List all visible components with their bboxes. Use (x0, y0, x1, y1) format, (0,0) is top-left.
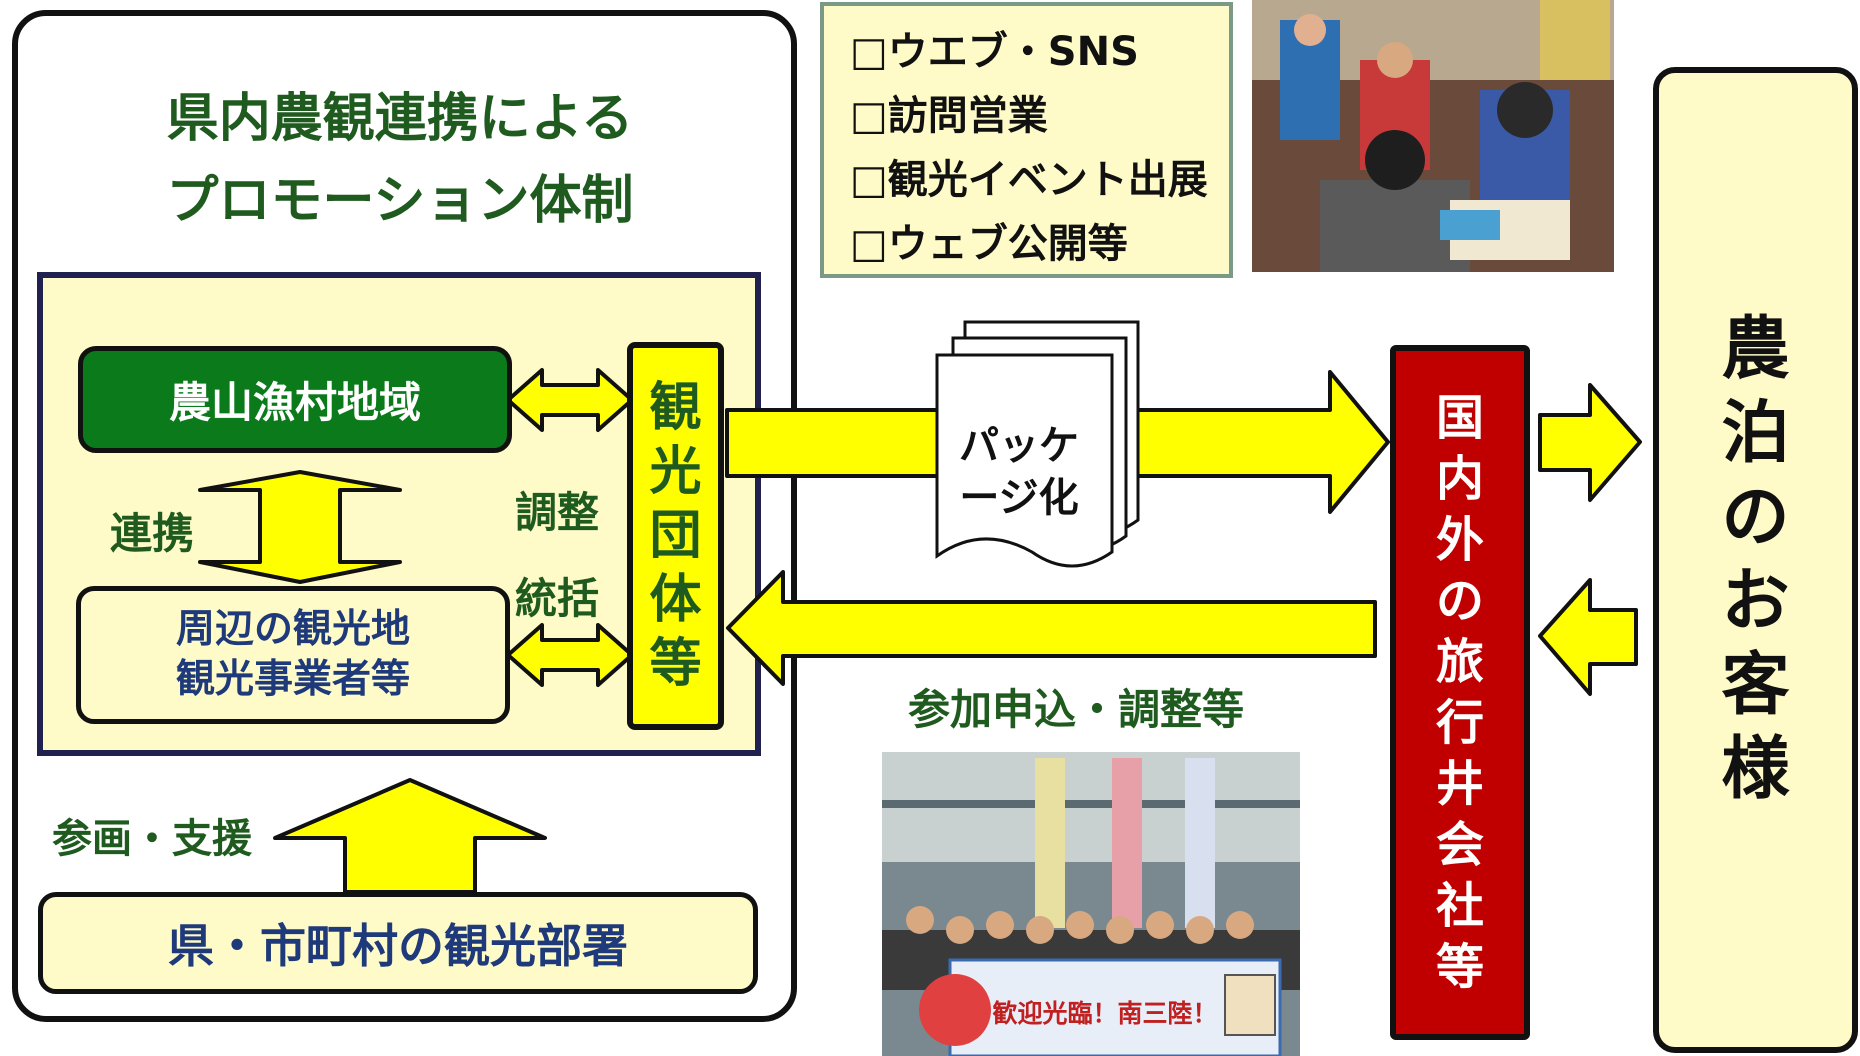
adjust-label: 調整 統括 (515, 470, 599, 642)
cooperation-label: 連携 (110, 509, 195, 558)
agency-char: 国 (1435, 389, 1484, 446)
travel-agency-box: 国 内 外 の 旅 行 井 会 社 等 (1390, 345, 1530, 1040)
guest-to-agency-arrow (1538, 578, 1638, 696)
guest-char: の (1721, 478, 1790, 557)
guest-char: 様 (1721, 730, 1790, 809)
association-char: 体 (649, 570, 702, 630)
promotion-checklist: □ウエブ・SNS □訪問営業 □観光イベント出展 □ウェブ公開等 (820, 2, 1233, 278)
checklist-item: □ウェブ公開等 (850, 221, 1128, 267)
diagram-title: 県内農観連携による プロモーション体制 (60, 78, 740, 242)
tourism-association-box: 観 光 団 体 等 (627, 342, 724, 730)
agency-char: の (1435, 572, 1484, 629)
package-label: パッケ ージ化 (944, 420, 1094, 524)
surrounding-line2: 観光事業者等 (175, 657, 410, 702)
checklist-item: □観光イベント出展 (850, 157, 1208, 203)
meeting-photo (1252, 0, 1614, 272)
agency-char: 旅 (1435, 633, 1484, 690)
surrounding-line1: 周辺の観光地 (175, 607, 410, 652)
agency-char: 井 (1435, 755, 1484, 812)
agency-char: 内 (1435, 450, 1484, 507)
welcome-group-photo (882, 752, 1300, 1056)
apply-arrow (726, 570, 1377, 686)
guest-char: 農 (1721, 310, 1790, 389)
title-line2: プロモーション体制 (166, 171, 634, 231)
welcome-banner-text: 歓迎光臨！南三陸！ (992, 999, 1218, 1028)
agency-char: 行 (1435, 694, 1484, 751)
guest-char: 客 (1721, 646, 1790, 725)
adjust-line2: 統括 (515, 574, 600, 623)
agency-char: 社 (1435, 877, 1484, 934)
association-char: 観 (649, 378, 702, 438)
prefecture-tourism-box: 県・市町村の観光部署 (38, 892, 758, 994)
cooperation-arrow (198, 470, 402, 584)
package-document-icon (935, 320, 1140, 568)
application-label: 参加申込・調整等 (908, 685, 1245, 734)
farming-area-box: 農山漁村地域 (78, 346, 512, 453)
package-line1: パッケ (959, 423, 1079, 469)
package-line2: ージ化 (959, 475, 1079, 521)
guest-box: 農 泊 の お 客 様 (1653, 67, 1858, 1053)
agency-char: 会 (1435, 816, 1484, 873)
agency-char: 等 (1435, 938, 1484, 995)
double-arrow-upper (506, 368, 634, 432)
support-arrow (273, 778, 547, 894)
surrounding-tourism-box: 周辺の観光地 観光事業者等 (76, 586, 510, 724)
support-label: 参画・支援 (48, 806, 256, 864)
checklist-item: □訪問営業 (850, 93, 1048, 139)
association-char: 団 (649, 506, 702, 566)
agency-char: 外 (1435, 511, 1484, 568)
adjust-line1: 調整 (515, 488, 600, 537)
checklist-item: □ウエブ・SNS (850, 29, 1139, 75)
guest-char: お (1721, 562, 1790, 641)
title-line1: 県内農観連携による (166, 89, 634, 149)
association-char: 等 (649, 634, 702, 694)
association-char: 光 (649, 442, 702, 502)
agency-to-guest-arrow (1538, 383, 1642, 502)
guest-char: 泊 (1721, 394, 1790, 473)
